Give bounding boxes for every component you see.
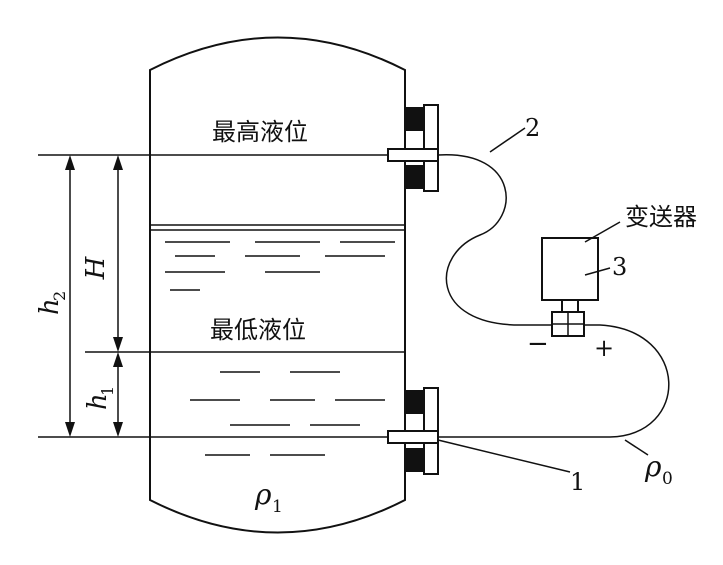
max-level-label: 最高液位 [212, 118, 308, 146]
leader-rho0 [624, 439, 649, 456]
label-2: 2 [525, 114, 540, 142]
transmitter-label: 变送器 [625, 203, 697, 231]
leader-1 [437, 439, 571, 473]
min-level-label: 最低液位 [210, 316, 306, 344]
symbol-h1: h 1 [83, 386, 117, 410]
plus-sign: + [594, 334, 614, 362]
leader-3 [584, 267, 611, 276]
leader-transmitter [584, 221, 621, 243]
lower-capillary [438, 324, 670, 438]
symbol-H: H [81, 255, 111, 280]
svg-text:h: h [35, 298, 65, 315]
dimension-h2 [65, 155, 75, 437]
minus-sign: − [527, 329, 549, 359]
symbol-rho1: ρ 1 [254, 478, 283, 517]
liquid-lines [150, 224, 405, 456]
label-3: 3 [612, 253, 627, 281]
transmitter [541, 237, 599, 337]
label-1: 1 [570, 468, 585, 496]
svg-text:ρ: ρ [254, 478, 272, 511]
tank-vessel [149, 36, 406, 534]
dimension-H [113, 155, 123, 352]
dimension-h1 [113, 352, 123, 437]
bottom-flange [387, 387, 439, 475]
svg-text:0: 0 [662, 469, 673, 489]
top-flange [387, 104, 439, 192]
svg-text:h: h [83, 393, 113, 410]
svg-text:1: 1 [98, 386, 117, 396]
symbol-rho0: ρ 0 [644, 450, 673, 489]
svg-text:1: 1 [272, 497, 283, 517]
leader-2 [489, 127, 526, 153]
svg-text:2: 2 [50, 291, 69, 301]
symbol-h2: h 2 [35, 291, 69, 315]
upper-capillary [437, 154, 560, 326]
svg-text:ρ: ρ [644, 450, 662, 483]
